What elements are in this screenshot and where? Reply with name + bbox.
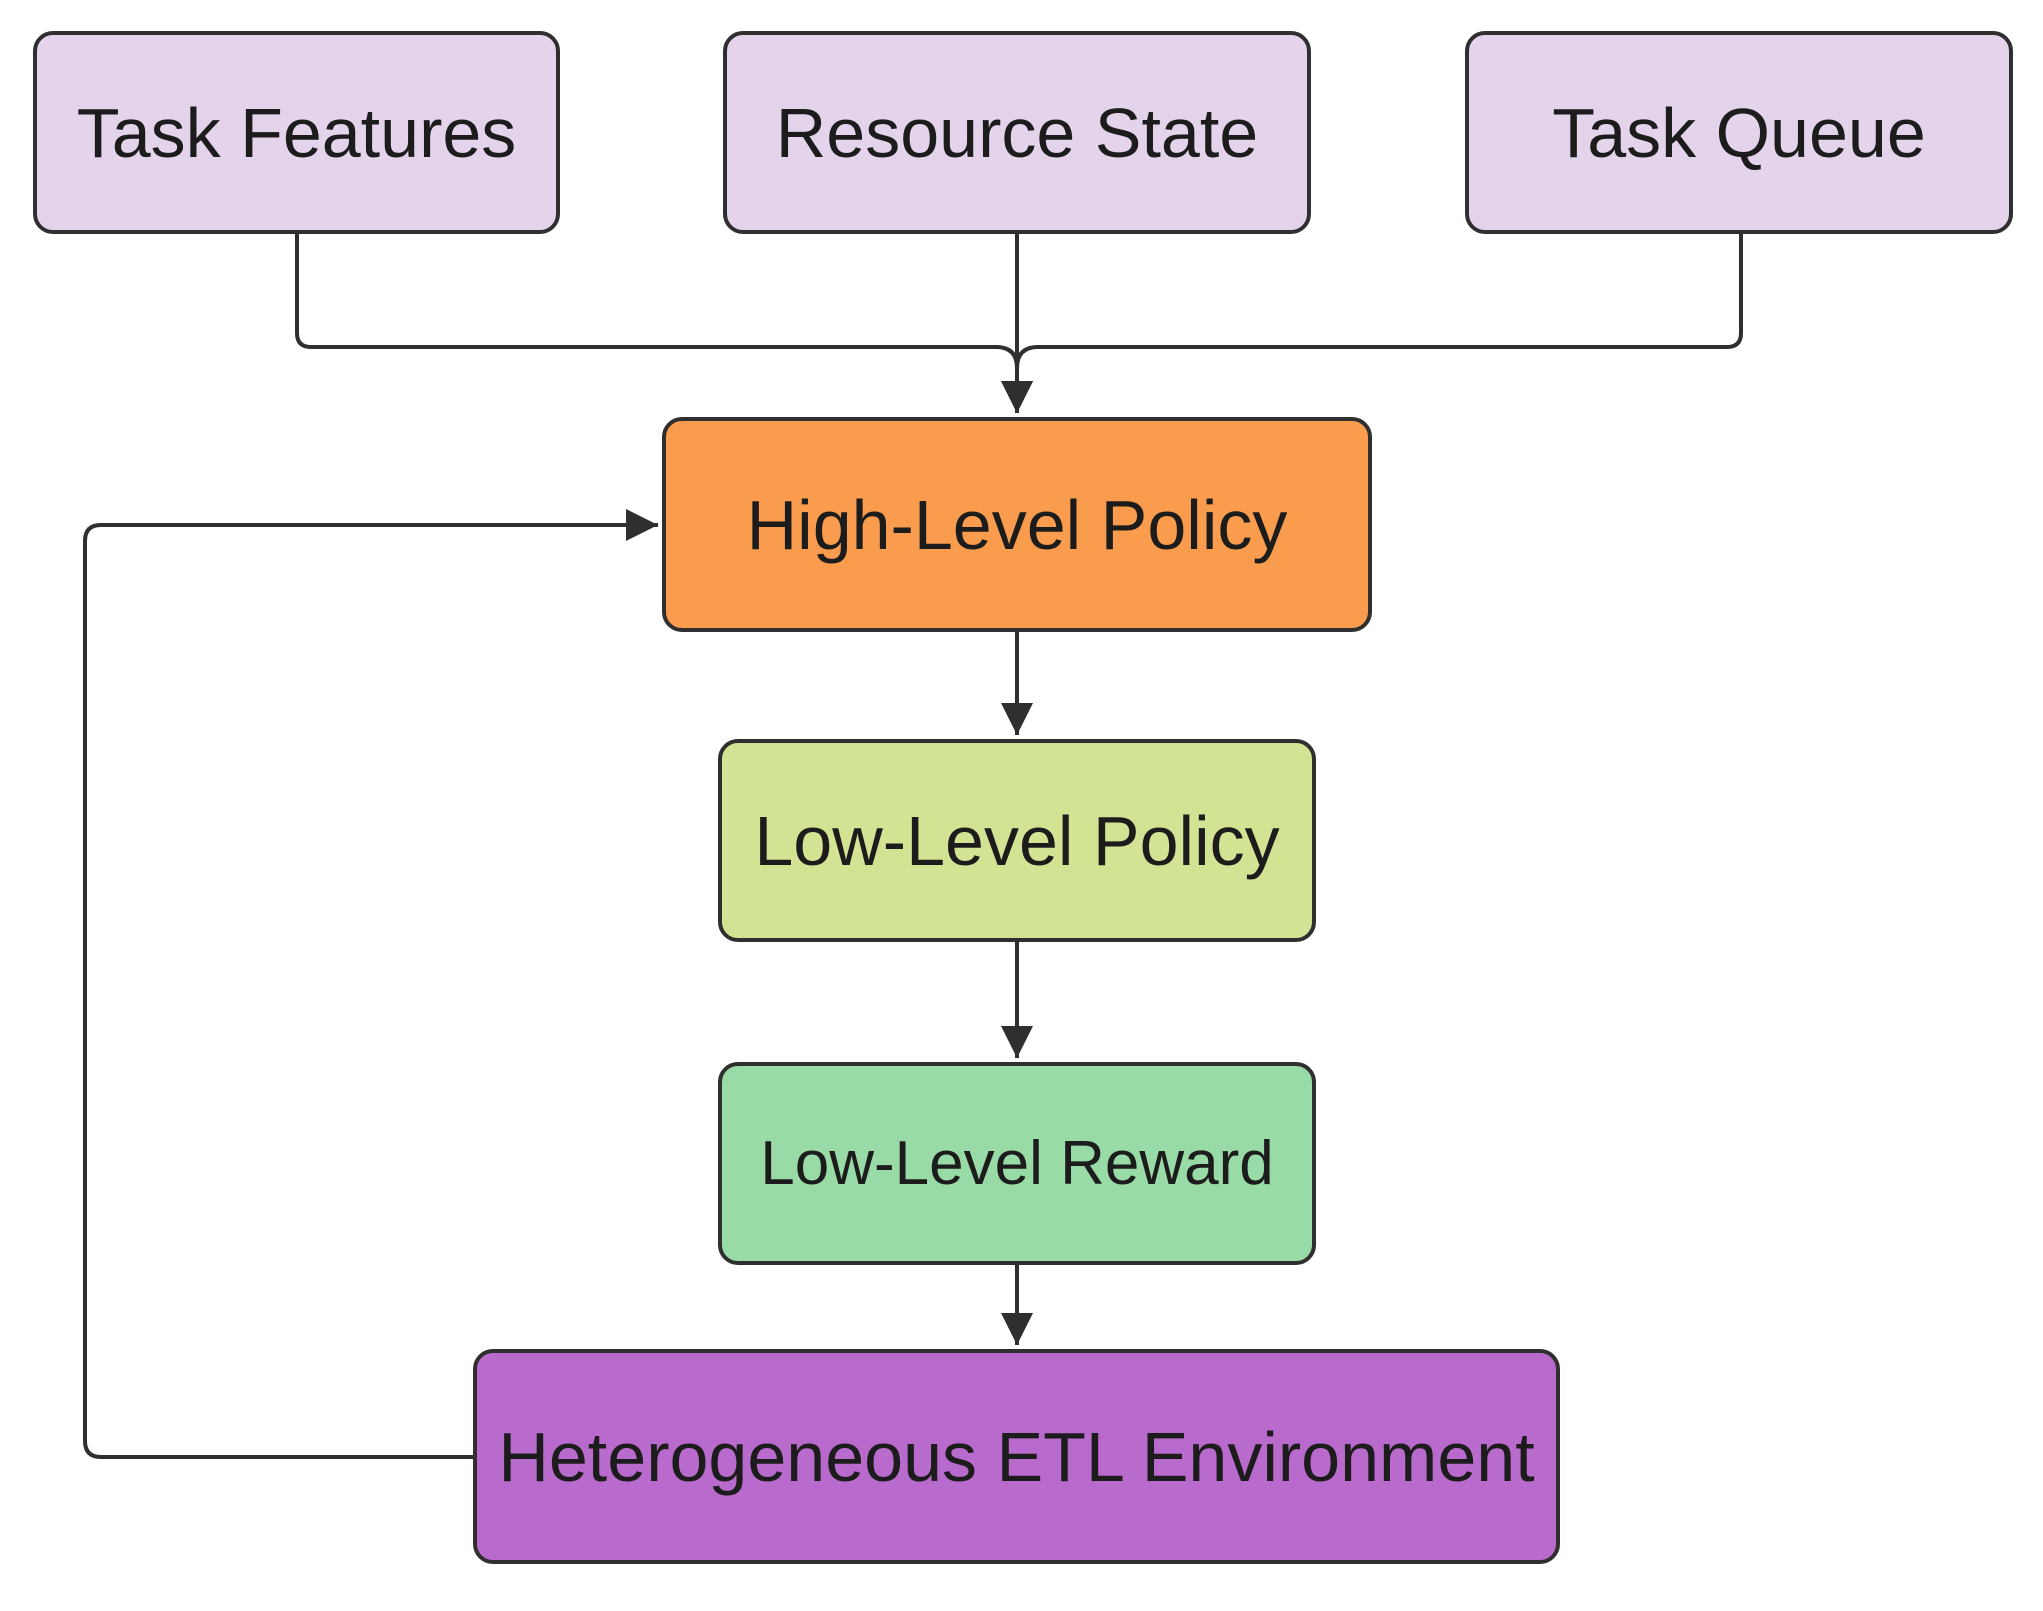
node-resource-state: Resource State [723,31,1311,234]
node-label: Task Queue [1552,93,1926,172]
node-label: Low-Level Policy [754,801,1280,880]
edge-task-features-to-high-level-policy [295,234,1033,413]
node-task-queue: Task Queue [1465,31,2013,234]
node-label: High-Level Policy [746,485,1288,564]
node-task-features: Task Features [33,31,560,234]
edge-task-queue-to-high-level-policy [1001,234,1743,413]
node-low-level-policy: Low-Level Policy [718,739,1316,942]
edge-environment-to-high-level-policy [83,509,658,1459]
node-label: Resource State [775,93,1259,172]
node-label: Low-Level Reward [760,1129,1274,1198]
node-label: Heterogeneous ETL Environment [498,1417,1535,1496]
node-low-level-reward: Low-Level Reward [718,1062,1316,1265]
node-high-level-policy: High-Level Policy [662,417,1372,632]
node-heterogeneous-etl-environment: Heterogeneous ETL Environment [473,1349,1560,1564]
node-label: Task Features [76,93,517,172]
